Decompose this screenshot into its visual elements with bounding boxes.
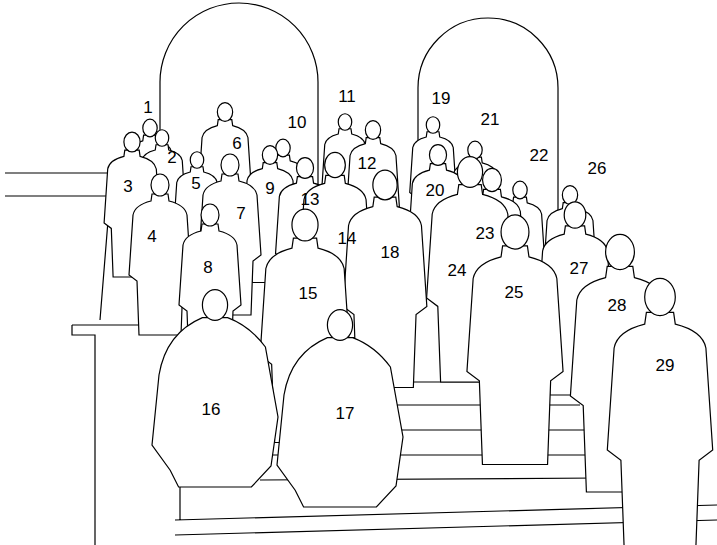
callout-number: 24 (448, 262, 467, 279)
callout-number: 28 (608, 297, 627, 314)
callout-number: 10 (288, 114, 307, 131)
callout-number: 25 (505, 284, 524, 301)
callout-number: 19 (432, 90, 451, 107)
callout-number: 8 (203, 259, 212, 276)
callout-number: 17 (336, 405, 355, 422)
callout-number: 9 (265, 180, 274, 197)
callout-number: 22 (530, 147, 549, 164)
callout-number: 29 (656, 357, 675, 374)
callout-number: 1 (143, 99, 152, 116)
architecture (5, 3, 717, 545)
callout-number: 14 (338, 230, 357, 247)
callout-number: 11 (338, 88, 356, 105)
callout-number: 7 (236, 205, 245, 222)
callout-number: 6 (232, 135, 241, 152)
callout-number: 23 (476, 225, 495, 242)
callout-number: 16 (202, 401, 221, 418)
callout-number: 20 (426, 182, 445, 199)
callout-number: 27 (570, 260, 589, 277)
callout-number: 13 (301, 191, 320, 208)
callout-number: 21 (481, 111, 500, 128)
callout-number: 5 (191, 175, 200, 192)
callout-number: 26 (588, 160, 607, 177)
people (104, 103, 713, 545)
callout-number: 4 (147, 228, 156, 245)
callout-number: 18 (381, 244, 400, 261)
callout-number: 3 (123, 178, 132, 195)
callout-number: 12 (358, 155, 377, 172)
callout-number: 2 (167, 149, 176, 166)
callout-number: 15 (299, 285, 318, 302)
